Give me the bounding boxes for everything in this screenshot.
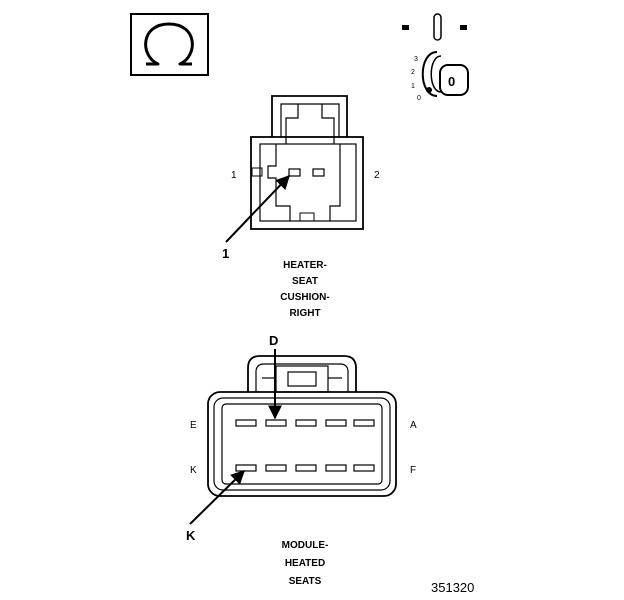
- ignition-switch-icon: 3 2 1 0 0: [402, 13, 469, 102]
- ignition-position-3: 3: [414, 56, 418, 63]
- pin-label-E: E: [190, 420, 197, 431]
- ignition-position-1: 1: [411, 83, 415, 90]
- callout-label-1: 1: [222, 246, 229, 261]
- heater-seat-connector: [250, 95, 364, 230]
- callout-arrow-K: [189, 470, 245, 525]
- ignition-position-0: 0: [417, 95, 421, 102]
- callout-label-K: K: [186, 528, 196, 543]
- svg-text:CUSHION-: CUSHION-: [280, 292, 329, 303]
- heated-seats-caption: MODULE- HEATED SEATS: [282, 540, 329, 587]
- svg-text:SEAT: SEAT: [292, 276, 318, 287]
- callout-label-D: D: [269, 333, 278, 348]
- terminal-row-bottom-1: [235, 464, 257, 472]
- svg-text:HEATER-: HEATER-: [283, 260, 327, 271]
- terminal-2: [312, 168, 325, 177]
- svg-text:MODULE-: MODULE-: [282, 540, 329, 551]
- svg-text:SEATS: SEATS: [289, 576, 322, 587]
- pin-label-2: 2: [374, 170, 380, 181]
- terminal-row-top-1: [235, 419, 257, 427]
- ignition-key-label: 0: [448, 74, 455, 89]
- heater-seat-caption: HEATER- SEAT CUSHION- RIGHT: [280, 260, 329, 319]
- figure-number: 351320: [431, 580, 474, 595]
- heated-seats-module-connector: [207, 355, 397, 497]
- callout-arrow-1: [225, 174, 290, 243]
- svg-text:HEATED: HEATED: [285, 558, 325, 569]
- ignition-position-2: 2: [411, 69, 415, 76]
- ohm-meter-icon: [130, 13, 209, 76]
- pin-label-A: A: [410, 420, 417, 431]
- svg-text:RIGHT: RIGHT: [289, 308, 320, 319]
- pin-label-1: 1: [231, 170, 237, 181]
- terminal-1: [288, 168, 301, 177]
- pin-label-F: F: [410, 465, 416, 476]
- pin-label-K: K: [190, 465, 197, 476]
